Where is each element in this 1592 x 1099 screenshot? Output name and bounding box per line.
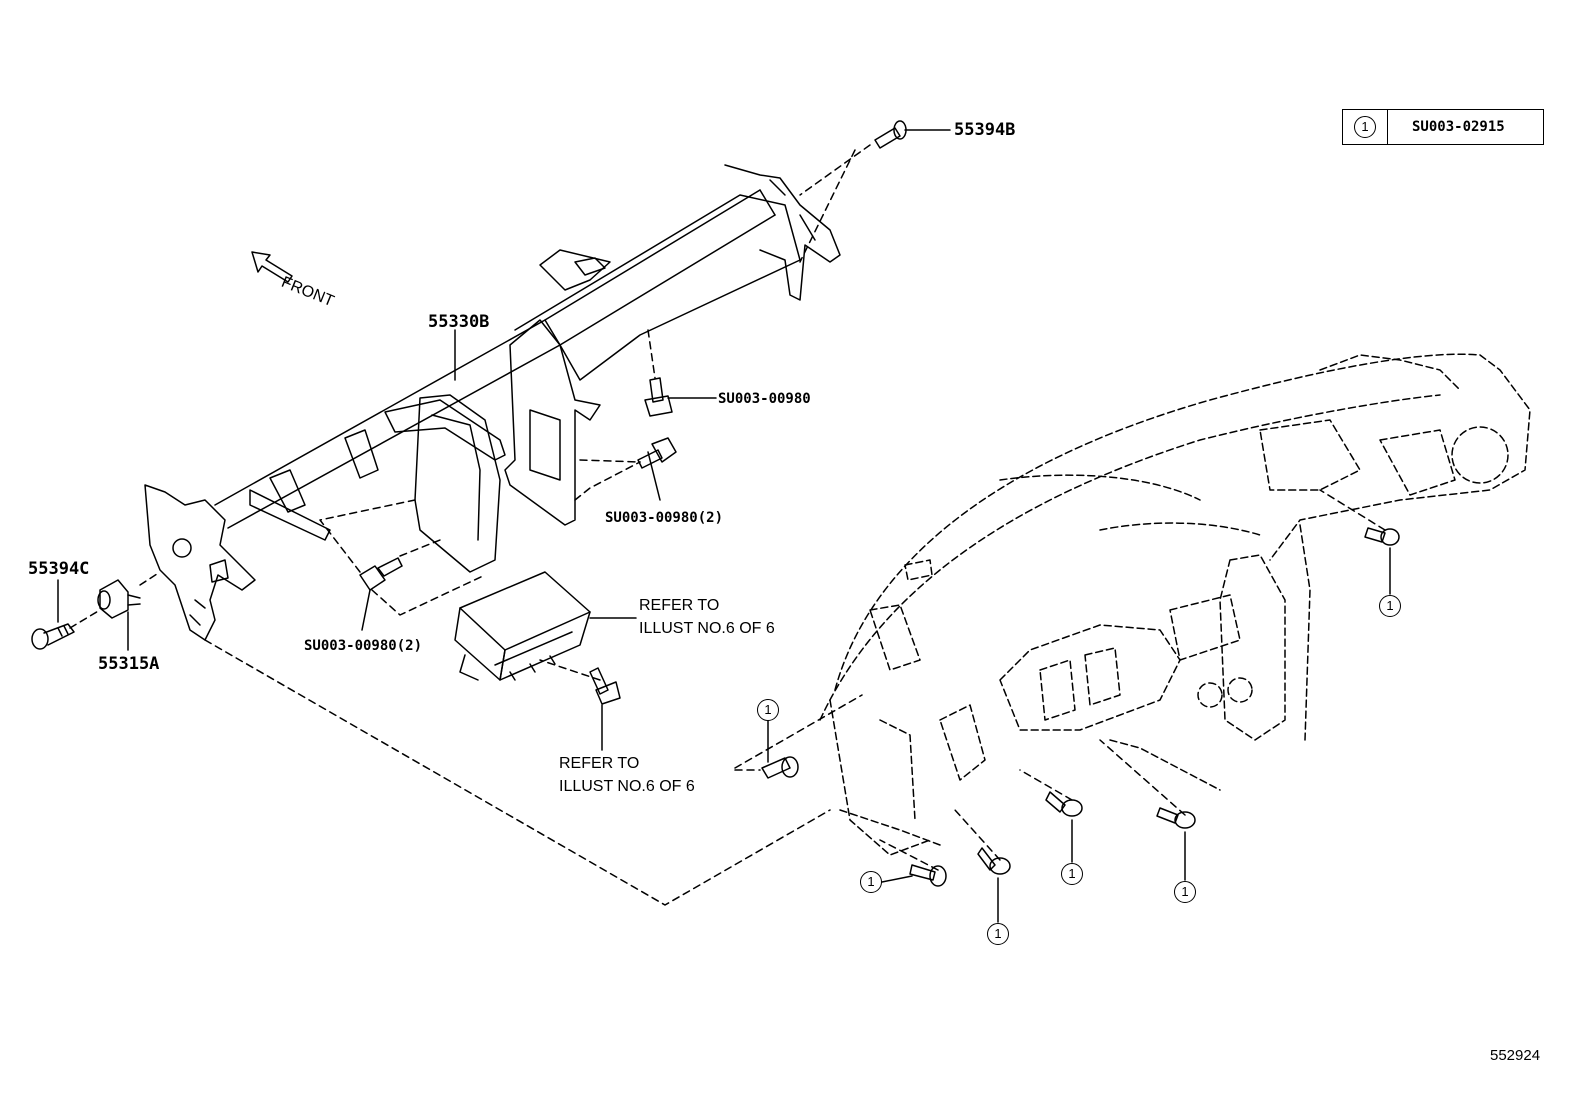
airbag-module bbox=[454, 571, 591, 681]
refer-bolt-line2: ILLUST NO.6 OF 6 bbox=[559, 778, 695, 795]
bush-55315a-icon bbox=[97, 579, 141, 619]
legend-box: 1 bbox=[1342, 109, 1388, 145]
bolt-su003-00980-low-icon bbox=[359, 557, 403, 591]
clip-bottom-mid-icon bbox=[1045, 791, 1083, 817]
refer-bolt-line1: REFER TO bbox=[559, 755, 640, 772]
clip-bottom-left-icon bbox=[909, 864, 947, 887]
part-label-55394c: 55394C bbox=[28, 559, 90, 579]
legend-marker: 1 bbox=[1354, 116, 1376, 138]
bolt-55394b-icon bbox=[874, 120, 907, 149]
bolt-55394c-icon bbox=[31, 623, 75, 650]
front-arrow-icon bbox=[251, 251, 293, 283]
marker-circle-bottom-right: 1 bbox=[1174, 881, 1196, 903]
bolt-label-mid: SU003-00980(2) bbox=[605, 510, 724, 526]
marker-circle-bottom-center: 1 bbox=[987, 923, 1009, 945]
dashed-leaders bbox=[69, 144, 1386, 906]
bolt-label-low: SU003-00980(2) bbox=[304, 638, 423, 654]
refer-airbag-line1: REFER TO bbox=[639, 597, 720, 614]
airbag-bolt-icon bbox=[589, 667, 621, 705]
instrument-panel-outline bbox=[819, 353, 1531, 856]
instrument-panel-reinforcement bbox=[144, 164, 841, 641]
clip-left-icon bbox=[761, 756, 799, 779]
refer-airbag-line2: ILLUST NO.6 OF 6 bbox=[639, 620, 775, 637]
legend-code: SU003-02915 bbox=[1412, 119, 1505, 135]
leader-lines bbox=[57, 129, 1391, 923]
diagram-number: 552924 bbox=[1490, 1047, 1541, 1064]
marker-circle-bottom-mid: 1 bbox=[1061, 863, 1083, 885]
legend-code-cell: SU003-02915 bbox=[1387, 109, 1544, 145]
bolt-su003-00980-upper-icon bbox=[644, 377, 673, 417]
bolt-label-upper: SU003-00980 bbox=[718, 391, 811, 407]
marker-circle-bottom-left: 1 bbox=[860, 871, 882, 893]
clip-right-icon bbox=[1364, 527, 1400, 546]
clip-bottom-center-icon bbox=[977, 847, 1011, 875]
part-label-55330b: 55330B bbox=[428, 312, 490, 332]
marker-circle-left: 1 bbox=[757, 699, 779, 721]
clip-bottom-right-icon bbox=[1156, 807, 1196, 829]
part-label-55315a: 55315A bbox=[98, 654, 160, 674]
marker-circle-right: 1 bbox=[1379, 595, 1401, 617]
bolt-su003-00980-mid-icon bbox=[637, 437, 677, 469]
part-label-55394b: 55394B bbox=[954, 120, 1016, 140]
